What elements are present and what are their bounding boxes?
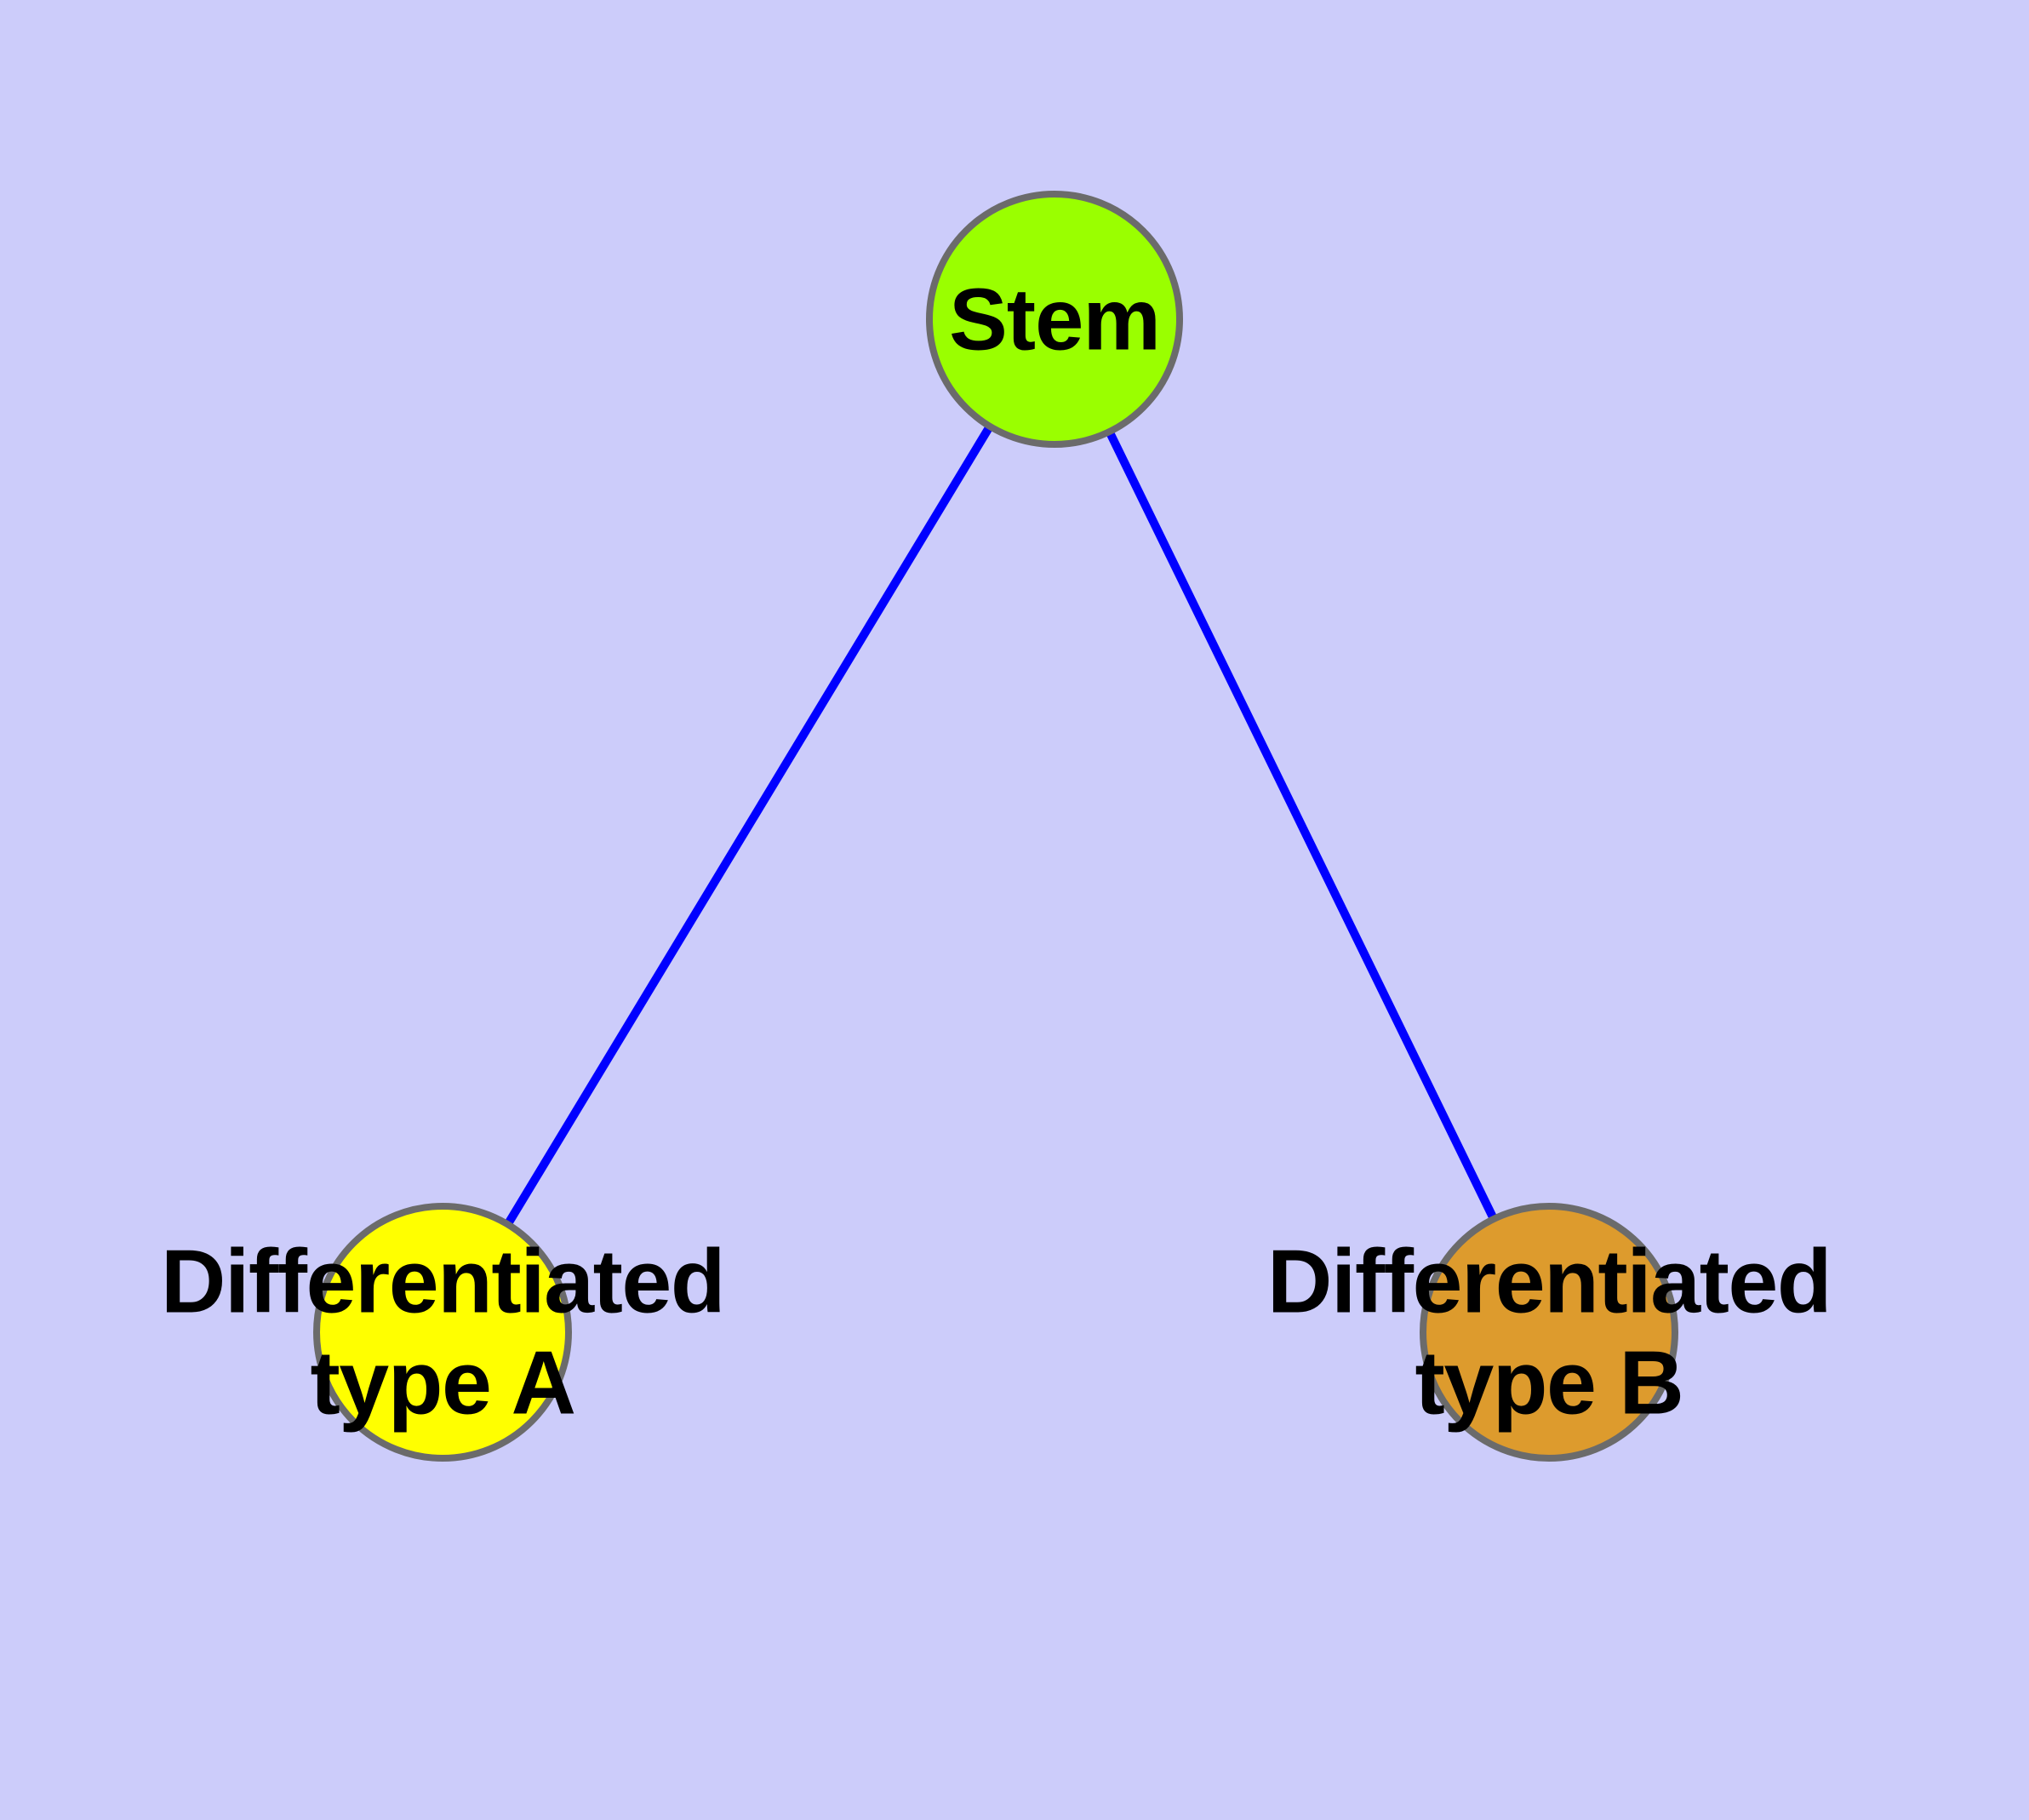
edge-stem-diff-b[interactable]: [1106, 429, 1498, 1222]
node-layer: [313, 191, 1678, 1462]
node-differentiated-type-a[interactable]: [313, 1203, 572, 1462]
edge-layer: [504, 424, 1498, 1227]
node-stem[interactable]: [926, 191, 1183, 448]
edge-stem-diff-a[interactable]: [504, 424, 994, 1227]
node-differentiated-type-b[interactable]: [1420, 1203, 1678, 1462]
